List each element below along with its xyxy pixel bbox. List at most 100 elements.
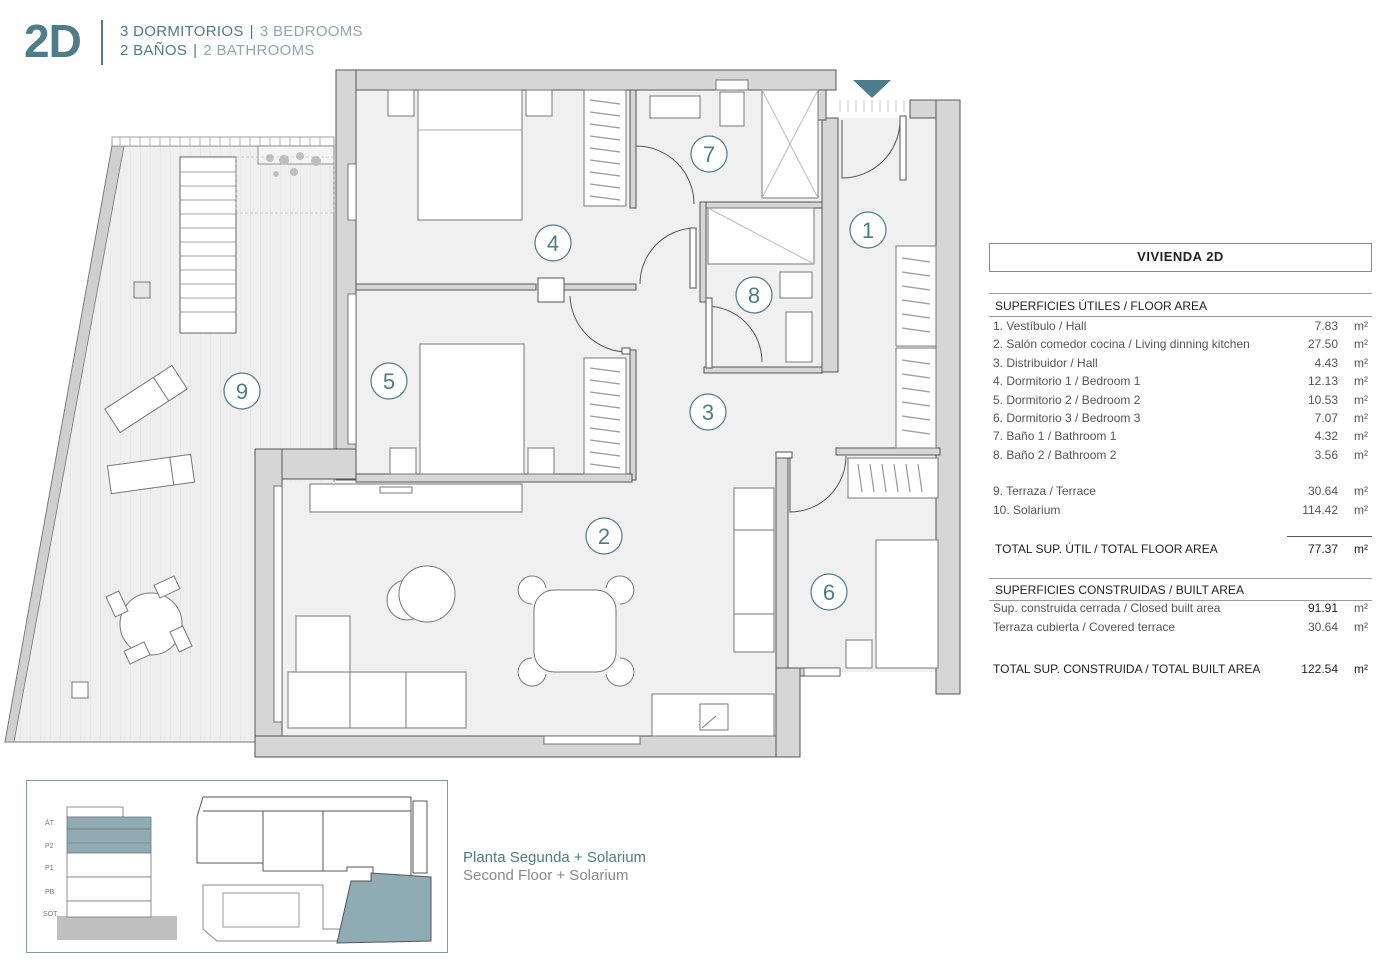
building-section xyxy=(57,806,177,940)
area-row: 2. Salón comedor cocina / Living dinning… xyxy=(993,337,1372,355)
column xyxy=(537,277,565,303)
area-row-label: 3. Distribuidor / Hall xyxy=(993,356,1098,370)
built-row-unit: m² xyxy=(1354,620,1368,634)
location-key-title-en: Second Floor + Solarium xyxy=(463,867,629,884)
room-label-7: 7 xyxy=(690,135,728,173)
area-row-unit: m² xyxy=(1354,448,1368,462)
floor-area-heading: SUPERFICIES ÚTILES / FLOOR AREA xyxy=(995,299,1208,313)
area-row-unit: m² xyxy=(1354,393,1368,407)
wardrobe-hangers xyxy=(857,463,923,493)
total-built-area-label: TOTAL SUP. CONSTRUIDA / TOTAL BUILT AREA xyxy=(993,662,1261,676)
floor-level-label: ÁT. xyxy=(45,818,55,827)
built-row-value: 91.91 xyxy=(1307,601,1338,615)
total-underline xyxy=(1287,536,1372,537)
windows xyxy=(273,163,841,745)
area-row-label: 6. Dormitorio 3 / Bedroom 3 xyxy=(993,411,1141,425)
hall-wardrobes xyxy=(895,245,937,449)
site-plan xyxy=(196,796,432,944)
area-row: 9. Terraza / Terrace 30.64 m² xyxy=(993,484,1372,502)
area-row: 6. Dormitorio 3 / Bedroom 3 7.07 m² xyxy=(993,411,1372,429)
living-kitchen-furniture xyxy=(287,483,775,737)
built-row: Sup. construida cerrada / Closed built a… xyxy=(993,601,1372,619)
bedroom-2-furniture xyxy=(389,343,627,475)
area-row-value: 114.42 xyxy=(1302,503,1338,517)
room-label-2: 2 xyxy=(585,517,623,555)
total-built-area-value: 122.54 xyxy=(1301,662,1338,676)
total-floor-area-label: TOTAL SUP. ÚTIL / TOTAL FLOOR AREA xyxy=(995,542,1218,556)
area-row-value: 7.07 xyxy=(1314,411,1338,425)
area-row-label: 1. Vestíbulo / Hall xyxy=(993,319,1087,333)
room-label-9: 9 xyxy=(223,372,261,410)
built-row-unit: m² xyxy=(1354,601,1368,615)
header-divider xyxy=(101,20,103,65)
room-labels: 1 2 3 4 5 6 7 8 9 xyxy=(223,135,887,611)
bedrooms-en: 3 BEDROOMS xyxy=(259,23,363,40)
area-row-unit: m² xyxy=(1354,374,1368,388)
built-row-label: Terraza cubierta / Covered terrace xyxy=(993,620,1176,634)
floor-level-label: SÓT. xyxy=(43,909,59,918)
room-number: 8 xyxy=(748,283,760,308)
area-row-label: 2. Salón comedor cocina / Living dinning… xyxy=(993,337,1250,351)
divider xyxy=(989,578,1372,579)
divider xyxy=(989,600,1372,601)
table-title-box xyxy=(989,243,1372,272)
bedrooms-es: 3 DORMITORIOS xyxy=(120,23,244,40)
area-row-value: 3.56 xyxy=(1314,448,1338,462)
room-number: 7 xyxy=(703,142,715,167)
area-row-label: 4. Dormitorio 1 / Bedroom 1 xyxy=(993,374,1141,388)
area-row-unit: m² xyxy=(1354,411,1368,425)
floor-level-label: P2 xyxy=(45,843,54,850)
wardrobe-hangers xyxy=(589,367,621,469)
room-label-4: 4 xyxy=(534,224,572,262)
floor-level-label: P1 xyxy=(45,865,54,872)
room-number: 5 xyxy=(383,369,395,394)
built-row-value: 30.64 xyxy=(1307,620,1338,634)
area-row-value: 4.32 xyxy=(1314,429,1338,443)
terrace-furniture xyxy=(71,281,196,699)
area-row-unit: m² xyxy=(1354,503,1368,517)
area-row-value: 7.83 xyxy=(1314,319,1338,333)
entrance-threshold xyxy=(839,100,905,112)
floor-level-label: PB xyxy=(45,889,55,896)
area-row-label: 9. Terraza / Terrace xyxy=(993,484,1096,498)
area-row-label: 10. Solarium xyxy=(993,503,1061,517)
area-row-unit: m² xyxy=(1354,484,1368,498)
bedroom-1-furniture xyxy=(387,89,627,221)
total-floor-area-unit: m² xyxy=(1354,542,1368,556)
floor-level-labels: ÁT. P2 P1 PB SÓT. xyxy=(43,818,59,918)
entrance-arrow-icon xyxy=(853,80,891,98)
header-separator: | xyxy=(249,23,254,40)
room-number: 3 xyxy=(702,400,714,425)
divider xyxy=(989,293,1372,294)
built-row: Terraza cubierta / Covered terrace 30.64 m… xyxy=(993,620,1372,638)
bathroom-2-fixtures xyxy=(707,207,815,363)
wardrobe-hangers xyxy=(901,257,931,435)
bedroom-3-furniture xyxy=(845,457,939,669)
area-row-unit: m² xyxy=(1354,356,1368,370)
area-row-label: 5. Dormitorio 2 / Bedroom 2 xyxy=(993,393,1141,407)
bathrooms-es: 2 BAÑOS xyxy=(120,42,188,59)
bathrooms-en: 2 BATHROOMS xyxy=(203,42,315,59)
doors xyxy=(569,115,907,513)
area-row-unit: m² xyxy=(1354,429,1368,443)
built-area-heading: SUPERFICIES CONSTRUIDAS / BUILT AREA xyxy=(995,583,1244,597)
room-label-1: 1 xyxy=(849,211,887,249)
bathroom-1-fixtures xyxy=(649,79,819,199)
room-label-8: 8 xyxy=(735,276,773,314)
room-label-3: 3 xyxy=(689,393,727,431)
area-row-value: 30.64 xyxy=(1307,484,1338,498)
location-key-title-es: Planta Segunda + Solarium xyxy=(463,849,647,866)
wardrobe-hangers xyxy=(589,99,621,201)
room-label-6: 6 xyxy=(810,573,848,611)
room-number: 4 xyxy=(547,231,559,256)
location-key: ÁT. P2 P1 PB SÓT. xyxy=(26,780,448,953)
total-built-area-row: TOTAL SUP. CONSTRUIDA / TOTAL BUILT AREA… xyxy=(993,662,1372,680)
table-title: VIVIENDA 2D xyxy=(1137,249,1224,264)
header-line-bedrooms: 3 DORMITORIOS | 3 BEDROOMS xyxy=(120,23,363,40)
area-row-unit: m² xyxy=(1354,337,1368,351)
